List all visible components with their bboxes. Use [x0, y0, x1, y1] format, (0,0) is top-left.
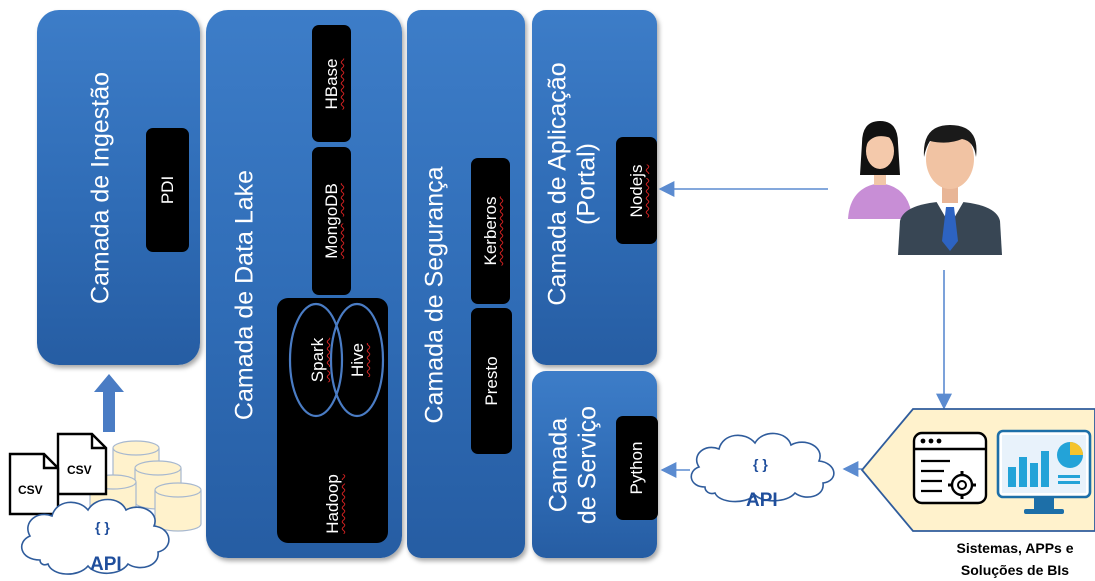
man-user-icon	[898, 125, 1002, 255]
source-api-label: API	[90, 554, 122, 575]
mongodb-box: MongoDB	[312, 147, 351, 295]
python-box: Python	[616, 416, 658, 520]
hbase-box: HBase	[312, 25, 351, 142]
data-sources-graphic	[8, 432, 202, 575]
dashboard-monitor-icon	[996, 429, 1092, 514]
systems-panel	[860, 408, 1095, 532]
spark-ellipse	[288, 302, 344, 418]
sources-to-ingestion-arrow	[94, 374, 124, 432]
spark-hive-ellipses	[288, 302, 385, 418]
source-api-cloud	[20, 498, 170, 575]
service-api-cloud	[690, 432, 835, 503]
service-api-label: API	[746, 490, 778, 511]
csv-label-front: CSV	[18, 483, 43, 497]
systems-caption: Sistemas, APPs e Soluções de BIs	[935, 538, 1095, 581]
nodejs-box: Nodejs	[616, 137, 657, 244]
systems-caption-line-2: Soluções de BIs	[960, 561, 1070, 578]
pdi-box: PDI	[146, 128, 189, 252]
kerberos-box: Kerberos	[471, 158, 510, 304]
presto-box: Presto	[471, 308, 512, 454]
service-api-braces: { }	[753, 456, 768, 472]
settings-window-icon	[912, 431, 988, 505]
woman-user-icon	[848, 121, 912, 219]
source-api-braces: { }	[95, 519, 110, 535]
csv-file-icon-front	[8, 452, 60, 516]
users-icon	[848, 121, 1002, 255]
hive-ellipse	[329, 302, 385, 418]
csv-label-back: CSV	[67, 463, 92, 477]
systems-caption-line-1: Sistemas, APPs e	[956, 540, 1074, 556]
